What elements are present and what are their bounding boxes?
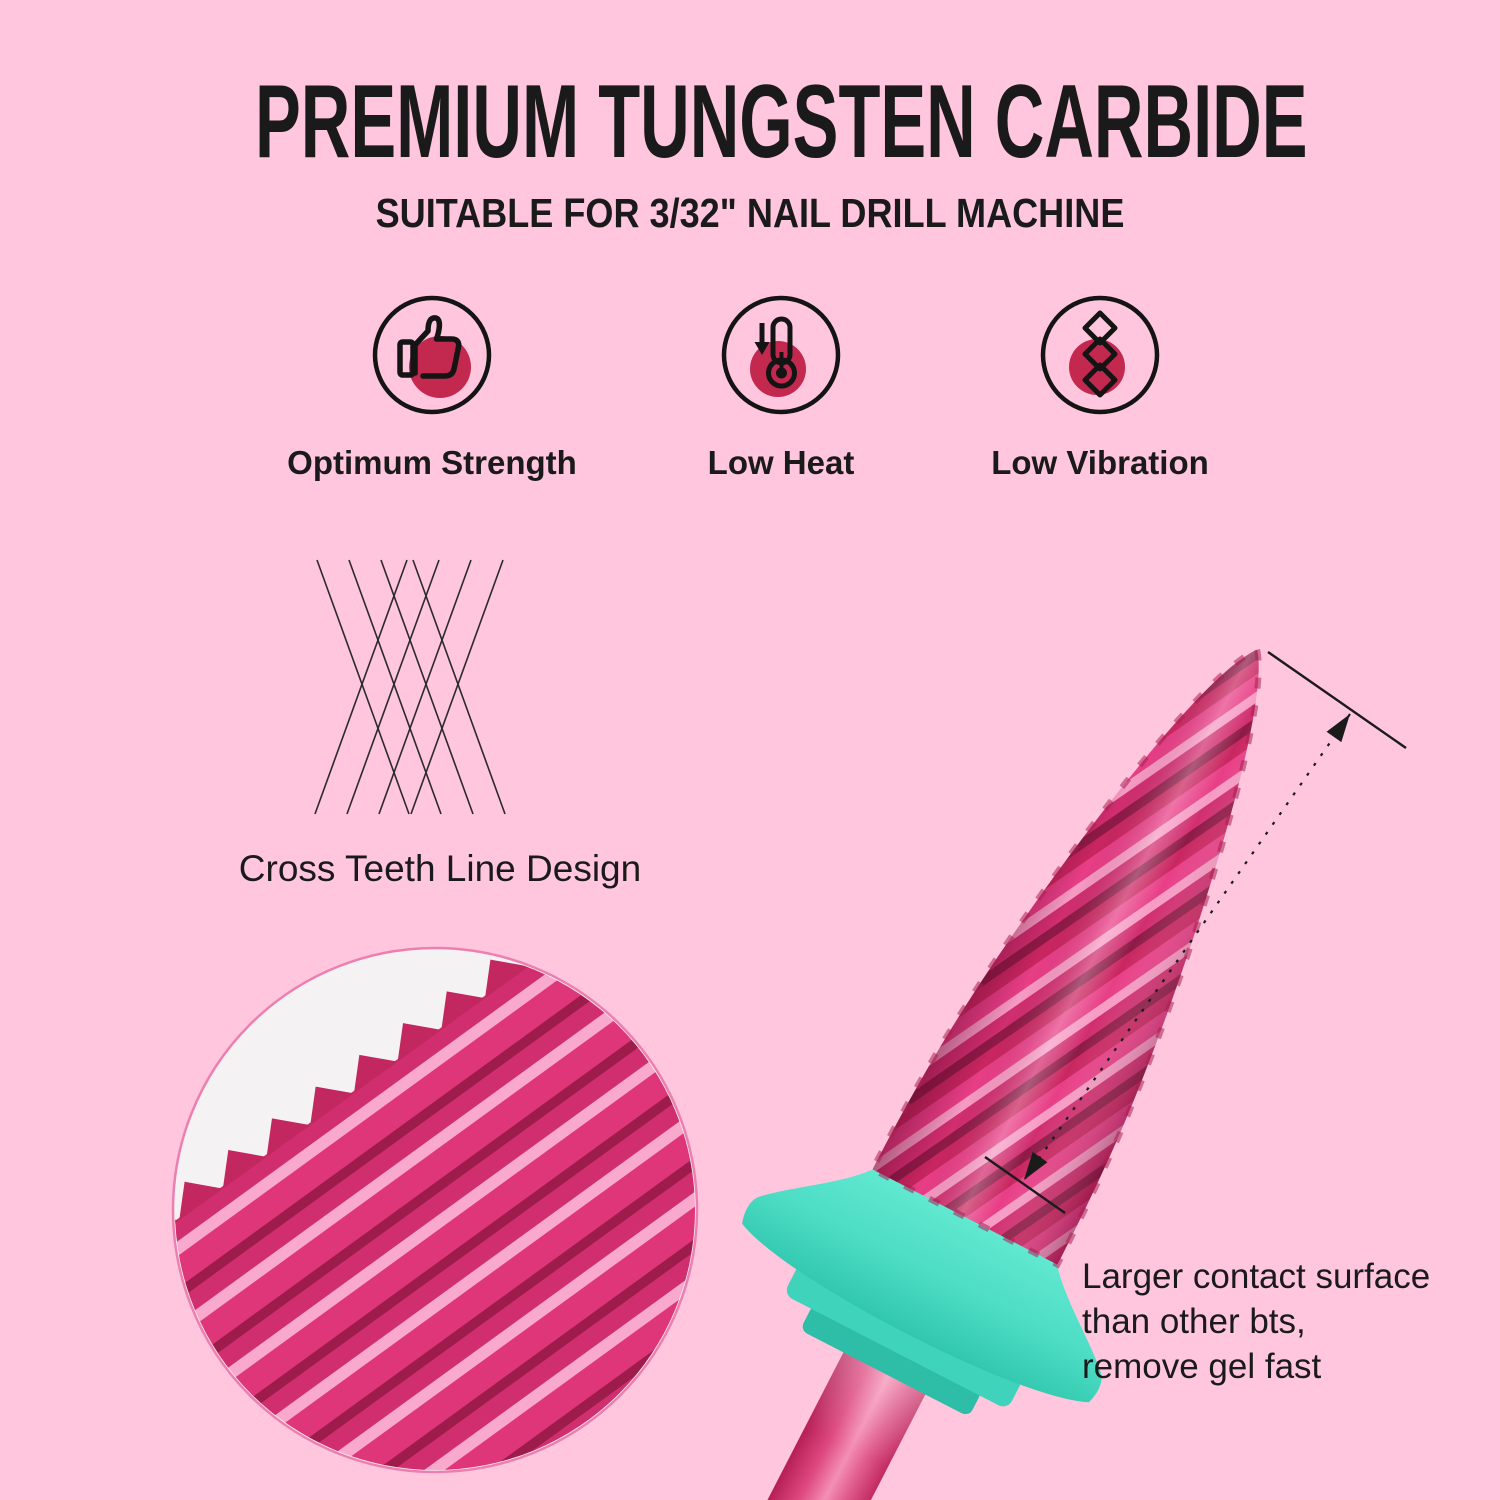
texture-zoom-inset xyxy=(171,946,699,1474)
inset-serrated-edge xyxy=(175,950,617,1316)
feature-label-optimum-strength: Optimum Strength xyxy=(287,444,577,481)
drill-bit xyxy=(654,645,1262,1500)
diamonds-glyph xyxy=(1082,310,1118,398)
extension-line-bottom xyxy=(984,1156,1066,1214)
collar-skirt xyxy=(742,1166,1102,1403)
contact-surface-note: Larger contact surface than other bts, r… xyxy=(1082,1257,1431,1386)
stacked-diamonds-icon xyxy=(1040,295,1160,415)
icon-ring xyxy=(372,295,492,415)
thumbs-up-icon xyxy=(372,295,492,415)
bit-head-shading xyxy=(872,649,1259,1265)
inset-bit-surface xyxy=(175,950,695,1470)
cross-teeth-lines xyxy=(314,559,506,815)
feature-label-low-heat: Low Heat xyxy=(707,444,855,481)
page-title: PREMIUM TUNGSTEN CARBIDE xyxy=(254,64,1308,180)
bit-shaft-sheen xyxy=(760,1336,934,1500)
cross-teeth-label: Cross Teeth Line Design xyxy=(238,848,642,889)
arrowhead-bottom xyxy=(1024,1151,1048,1180)
thermometer-glyph xyxy=(754,316,797,389)
page-subtitle: SUITABLE FOR 3/32" NAIL DRILL MACHINE xyxy=(375,190,1125,236)
length-dimension xyxy=(984,651,1407,1214)
thermometer-cool-icon xyxy=(721,295,841,415)
extension-line-top xyxy=(1267,651,1407,749)
collar-step-2 xyxy=(802,1306,980,1415)
thumbs-up-glyph xyxy=(397,315,462,379)
icon-ring xyxy=(721,295,841,415)
bit-head-serration xyxy=(868,645,1262,1269)
icon-ring xyxy=(1040,295,1160,415)
arrowhead-top xyxy=(1326,714,1350,743)
feature-label-low-vibration: Low Vibration xyxy=(991,444,1209,481)
